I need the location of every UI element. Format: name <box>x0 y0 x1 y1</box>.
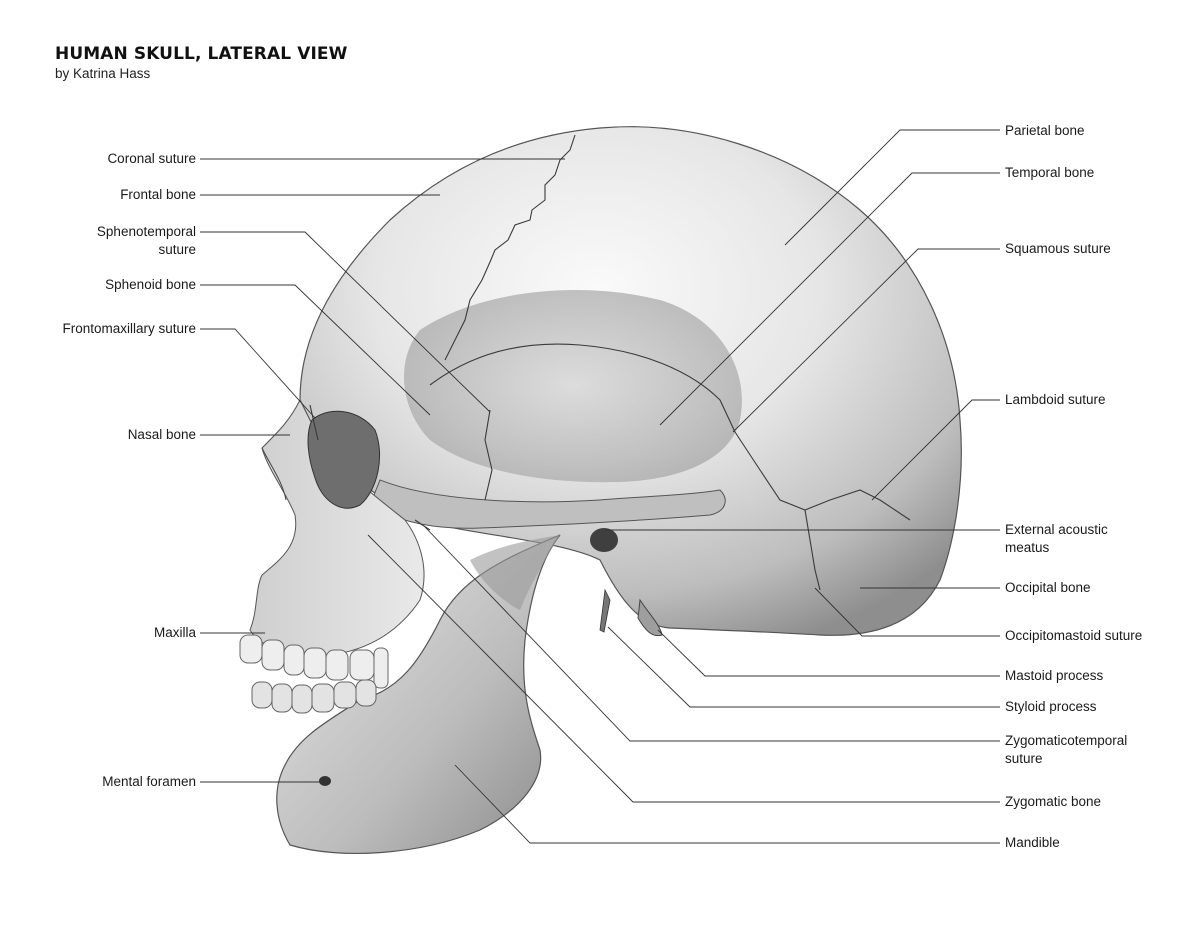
leader-occipitomastoid-suture <box>814 587 1000 637</box>
label-frontal-bone: Frontal bone <box>120 187 196 202</box>
label-lambdoid-suture: Lambdoid suture <box>1005 392 1106 407</box>
sphenotemporal-suture-line <box>484 409 493 501</box>
acoustic-meatus <box>590 528 618 552</box>
label-styloid-process: Styloid process <box>1005 699 1097 714</box>
sutures <box>309 134 911 591</box>
lambdoid-suture-line <box>734 431 911 521</box>
mastoid-process-shape <box>637 598 663 637</box>
frontomaxillary-suture-line <box>309 404 319 441</box>
leader-mandible <box>454 764 1000 844</box>
orbit <box>307 410 381 509</box>
label-squamous-suture: Squamous suture <box>1005 241 1111 256</box>
label-zygomatic-bone: Zygomatic bone <box>1005 794 1102 809</box>
zygomaticotemporal-suture-line <box>414 519 431 531</box>
nasal-edge <box>261 447 287 501</box>
zygomatic-arch <box>369 479 726 529</box>
leader-parietal-bone <box>784 129 1000 246</box>
upper-teeth <box>239 634 389 689</box>
label-mental-foramen: Mental foramen <box>102 774 196 789</box>
temporal-fossa <box>403 290 742 483</box>
leader-lambdoid-suture <box>871 399 1000 501</box>
label-sphenoid-bone: Sphenoid bone <box>105 277 196 292</box>
mandible-shape <box>276 534 561 854</box>
mental-foramen-hole <box>319 776 331 786</box>
leader-zygomaticotemporal-suture <box>424 526 1000 742</box>
label-zygomaticotemporal-suture: Zygomaticotemporal suture <box>1005 733 1128 766</box>
figure-byline: by Katrina Hass <box>55 66 151 81</box>
leader-zygomatic-bone <box>367 534 1000 803</box>
label-parietal-bone: Parietal bone <box>1005 123 1085 138</box>
coronal-suture-line <box>444 134 576 361</box>
squamous-suture-line <box>429 343 736 433</box>
figure-header: HUMAN SKULL, LATERAL VIEW by Katrina Has… <box>55 44 347 83</box>
mandibular-notch <box>470 535 560 610</box>
figure-title: HUMAN SKULL, LATERAL VIEW <box>55 44 348 64</box>
leader-squamous-suture <box>732 248 1000 433</box>
leader-frontomaxillary-suture <box>200 328 316 419</box>
label-occipitomastoid-suture: Occipitomastoid suture <box>1005 628 1143 643</box>
lower-teeth <box>251 679 377 714</box>
styloid-process-shape <box>599 588 611 633</box>
label-occipital-bone: Occipital bone <box>1005 580 1091 595</box>
label-maxilla: Maxilla <box>153 625 196 640</box>
label-mastoid-process: Mastoid process <box>1005 668 1104 683</box>
label-mandible: Mandible <box>1005 835 1060 850</box>
label-frontomaxillary-suture: Frontomaxillary suture <box>62 321 196 336</box>
label-temporal-bone: Temporal bone <box>1005 165 1095 180</box>
leader-styloid-process <box>607 626 1000 708</box>
label-coronal-suture: Coronal suture <box>107 151 196 166</box>
label-external-acoustic-meatus: External acoustic meatus <box>1005 522 1108 555</box>
leader-sphenotemporal-suture <box>200 231 491 413</box>
leader-temporal-bone <box>659 172 1000 426</box>
label-nasal-bone: Nasal bone <box>127 427 196 442</box>
leader-lines <box>200 129 1000 844</box>
leader-mastoid-process <box>657 629 1000 677</box>
label-sphenotemporal-suture: Sphenotemporal suture <box>96 224 196 257</box>
leader-sphenoid-bone <box>200 284 431 416</box>
occipitomastoid-suture-line <box>804 509 821 591</box>
